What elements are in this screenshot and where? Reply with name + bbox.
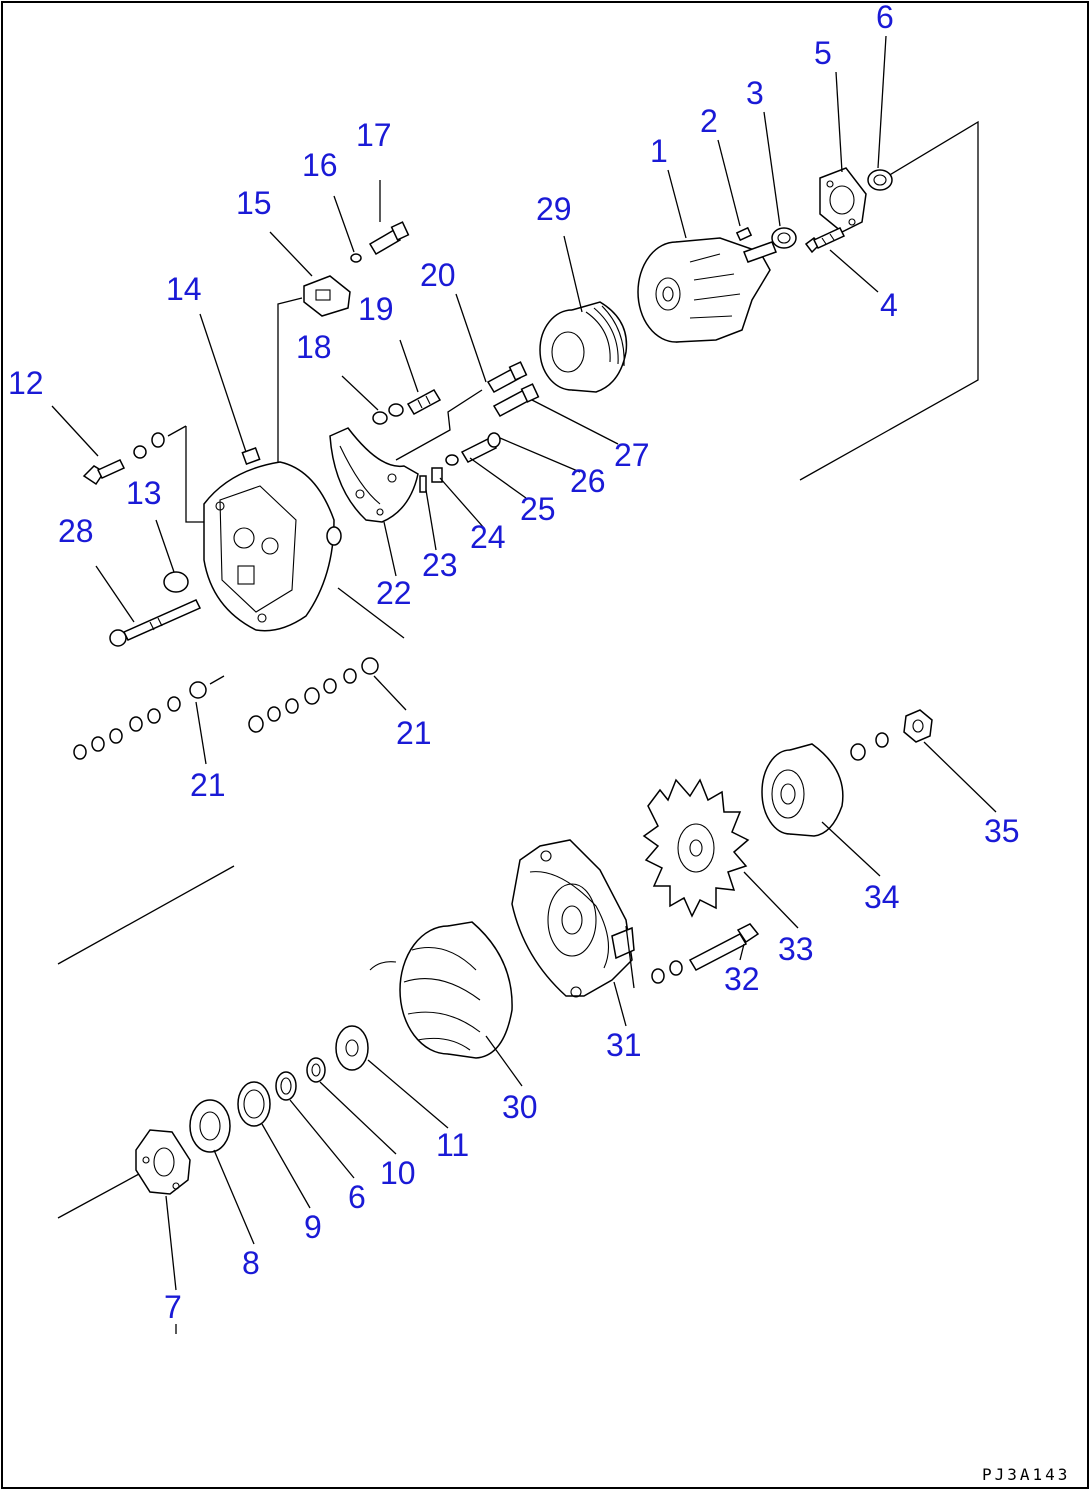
part-33-fan [642, 778, 750, 918]
callout-32: 32 [724, 961, 760, 997]
callout-13: 13 [126, 475, 162, 511]
part-18-washer [372, 403, 404, 425]
part-34-pulley [761, 743, 844, 837]
callout-26: 26 [570, 463, 606, 499]
callout-17: 17 [356, 117, 392, 153]
part-29-stator [539, 301, 628, 393]
callout-21-right: 21 [396, 715, 432, 751]
callout-20: 20 [420, 257, 456, 293]
part-2-key [735, 226, 753, 242]
callout-15: 15 [236, 185, 272, 221]
part-26-bolt [460, 432, 501, 463]
part-30-stator-lower [369, 921, 513, 1059]
callout-34: 34 [864, 879, 900, 915]
callout-19: 19 [358, 291, 394, 327]
part-25-washer [445, 454, 459, 466]
housing-lower-bracket [625, 925, 635, 989]
assembly-line-lower-left [57, 865, 235, 965]
callout-16: 16 [302, 147, 338, 183]
assembly-bracket-right [799, 120, 979, 481]
part-24-plate [431, 467, 443, 483]
part-27-bolt [492, 383, 540, 417]
assembly-bracket-left [277, 297, 303, 464]
leader-lines [51, 35, 997, 1334]
housing-bracket [185, 426, 204, 523]
part-16-washer [350, 253, 362, 263]
part-22-rectifier [329, 427, 419, 523]
callout-28: 28 [58, 513, 94, 549]
callout-12: 12 [8, 365, 44, 401]
part-28-through-bolt [109, 599, 202, 647]
callout-5: 5 [814, 35, 832, 71]
part-19-bolt [406, 389, 442, 415]
part-17-bolt [368, 221, 410, 256]
callout-21-left: 21 [190, 767, 226, 803]
callout-6-top: 6 [876, 0, 894, 35]
part-21-stack-left [73, 681, 207, 760]
part-6-ring-top [867, 169, 893, 191]
part-3-bearing [771, 227, 797, 249]
assembly-line-bottom [57, 1167, 151, 1219]
assembly-bracket-middle [395, 389, 483, 461]
part-11-cover [335, 1025, 369, 1071]
callout-35: 35 [984, 813, 1020, 849]
callout-29: 29 [536, 191, 572, 227]
callout-25: 25 [520, 491, 556, 527]
callout-8: 8 [242, 1245, 260, 1281]
part-23-pin [419, 475, 427, 493]
callout-23: 23 [422, 547, 458, 583]
part-13-cap [163, 571, 189, 593]
callout-6-lower: 6 [348, 1179, 366, 1215]
part-7-plate [135, 1129, 191, 1195]
rear-housing [203, 461, 342, 632]
callout-14: 14 [166, 271, 202, 307]
callout-27: 27 [614, 437, 650, 473]
part-8-bearing [189, 1099, 231, 1153]
part-10-spacer [306, 1057, 326, 1083]
part-14-screw [241, 447, 261, 465]
drawing-code: PJ3A143 [982, 1465, 1070, 1484]
part-31-front-housing [511, 839, 635, 998]
callout-2: 2 [700, 103, 718, 139]
part-12-bolt [82, 432, 165, 486]
callout-31: 31 [606, 1027, 642, 1063]
part-9-seal [237, 1081, 271, 1127]
callout-9: 9 [304, 1209, 322, 1245]
callout-labels: 1 2 3 4 5 6 6 7 8 9 10 11 12 13 14 15 16… [8, 0, 1020, 1325]
part-15-regulator [303, 275, 351, 317]
part-35-washers [850, 732, 889, 761]
part-20-bolt [486, 361, 528, 393]
callout-24: 24 [470, 519, 506, 555]
housing-bracket-2 [337, 587, 405, 639]
callout-11: 11 [436, 1127, 469, 1163]
callout-1: 1 [650, 133, 668, 169]
part-6-ring-lower [275, 1071, 297, 1101]
callout-30: 30 [502, 1089, 538, 1125]
callout-18: 18 [296, 329, 332, 365]
part-35-nut [903, 709, 933, 743]
callout-3: 3 [746, 75, 764, 111]
callout-33: 33 [778, 931, 814, 967]
part-21-stack-right [248, 657, 379, 733]
callout-10: 10 [380, 1155, 416, 1191]
callout-22: 22 [376, 575, 412, 611]
callout-4: 4 [880, 287, 898, 323]
part-4-screw [804, 227, 846, 254]
part-32-bolt [651, 923, 760, 984]
part-5-retainer-plate [819, 167, 867, 233]
callout-7: 7 [164, 1289, 182, 1325]
part-1-rotor [637, 237, 777, 343]
